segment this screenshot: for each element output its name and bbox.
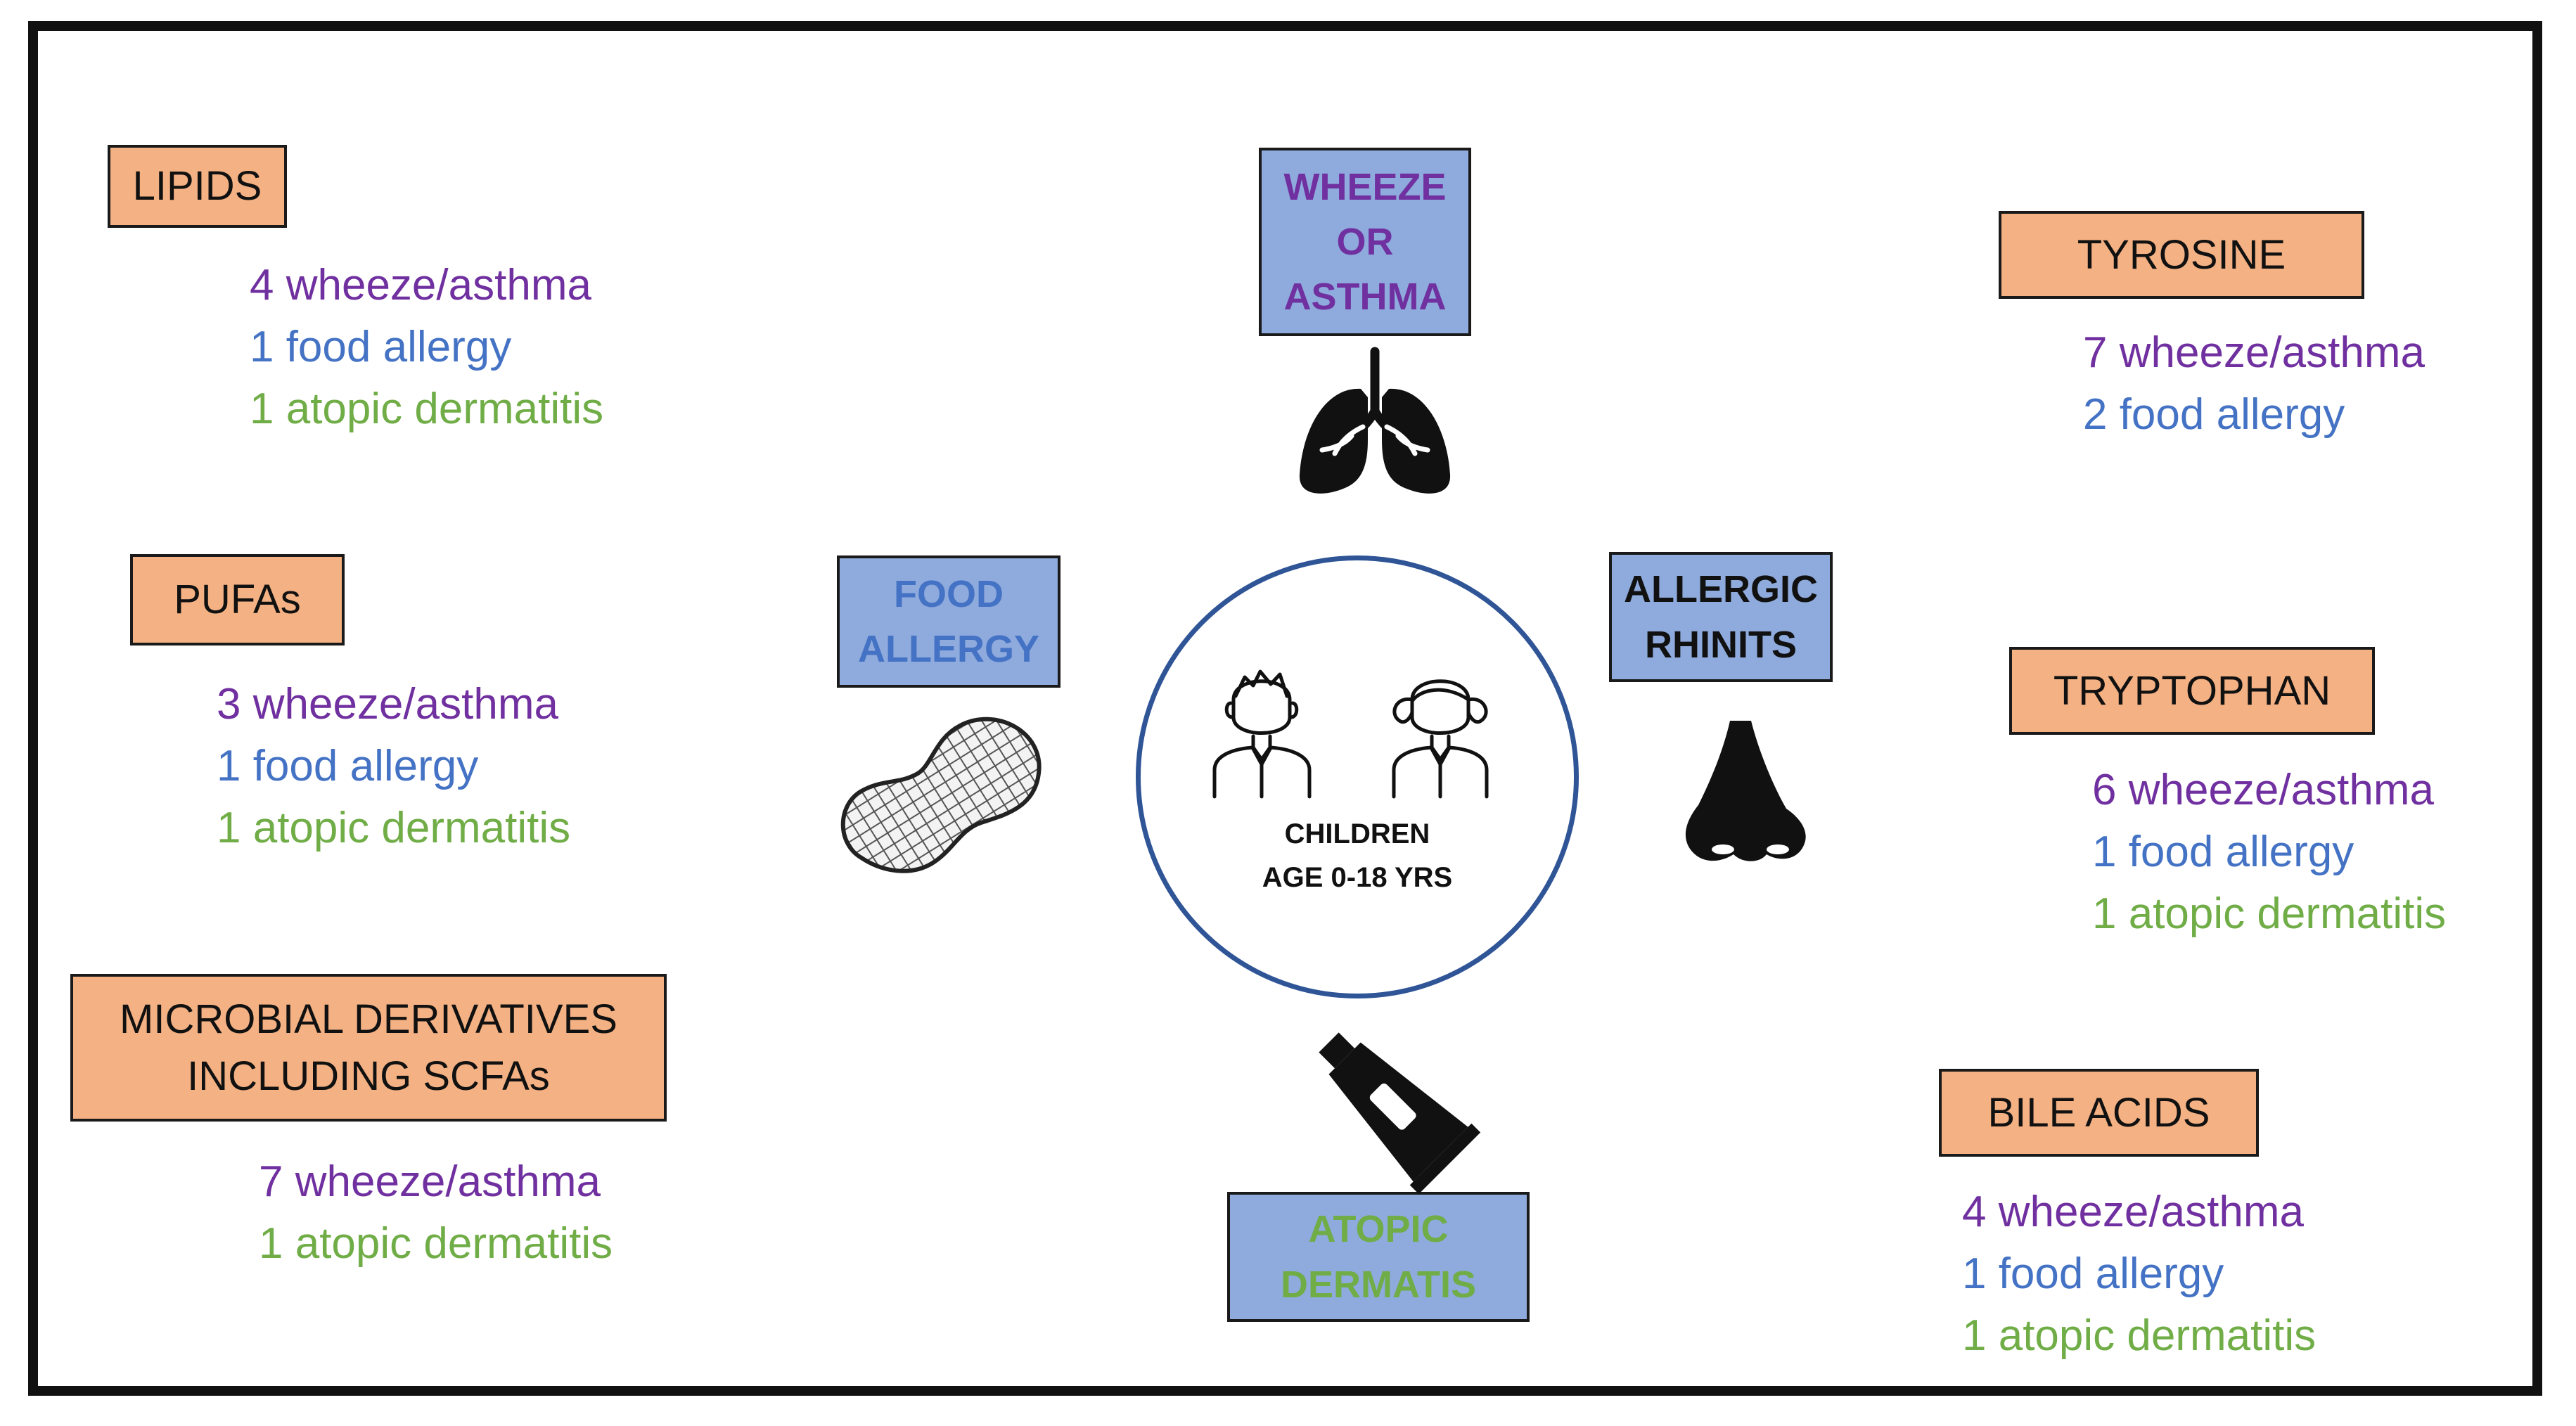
condition-label-allergic-rhinitis: ALLERGIC RHINITS	[1624, 568, 1818, 666]
metabolite-box-tyrosine: TYROSINE	[1999, 211, 2364, 299]
study-counts-pufas: 3 wheeze/asthma 1 food allergy 1 atopic …	[217, 674, 570, 859]
center-line-age: AGE 0-18 YRS	[1262, 862, 1453, 893]
count-food-lipids: 1 food allergy	[250, 323, 512, 371]
lungs-icon	[1299, 347, 1451, 494]
metabolite-label-microbial: MICROBIAL DERIVATIVES INCLUDING SCFAs	[120, 996, 617, 1099]
metabolite-box-bile-acids: BILE ACIDS	[1939, 1069, 2259, 1157]
metabolite-box-tryptophan: TRYPTOPHAN	[2009, 647, 2375, 735]
condition-label-atopic-dermatitis: ATOPIC DERMATIS	[1281, 1208, 1476, 1306]
count-wheeze-bile-acids: 4 wheeze/asthma	[1962, 1188, 2304, 1236]
center-label: CHILDREN AGE 0-18 YRS	[1136, 812, 1579, 899]
metabolite-box-microbial: MICROBIAL DERIVATIVES INCLUDING SCFAs	[70, 974, 667, 1122]
count-wheeze-tyrosine: 7 wheeze/asthma	[2083, 328, 2425, 377]
count-food-pufas: 1 food allergy	[217, 742, 479, 790]
metabolite-box-lipids: LIPIDS	[108, 145, 287, 228]
study-counts-bile-acids: 4 wheeze/asthma 1 food allergy 1 atopic …	[1962, 1181, 2316, 1367]
cream-tube-icon	[1319, 1032, 1481, 1195]
metabolite-label-bile-acids: BILE ACIDS	[1987, 1089, 2210, 1136]
count-wheeze-lipids: 4 wheeze/asthma	[250, 261, 591, 309]
metabolite-label-tyrosine: TYROSINE	[2077, 231, 2286, 278]
nose-icon	[1685, 721, 1806, 861]
metabolite-label-pufas: PUFAs	[174, 577, 301, 623]
metabolite-label-lipids: LIPIDS	[132, 163, 262, 210]
count-food-bile-acids: 1 food allergy	[1962, 1250, 2224, 1298]
count-food-tryptophan: 1 food allergy	[2092, 828, 2354, 876]
count-wheeze-tryptophan: 6 wheeze/asthma	[2092, 766, 2434, 814]
count-atopic-microbial: 1 atopic dermatitis	[259, 1219, 613, 1268]
study-counts-tryptophan: 6 wheeze/asthma 1 food allergy 1 atopic …	[2092, 759, 2446, 945]
girl-icon	[1392, 679, 1489, 799]
center-line-children: CHILDREN	[1284, 818, 1430, 849]
condition-box-atopic-dermatitis: ATOPIC DERMATIS	[1227, 1192, 1530, 1322]
condition-box-wheeze: WHEEZE OR ASTHMA	[1259, 148, 1471, 336]
condition-label-wheeze: WHEEZE OR ASTHMA	[1283, 165, 1447, 319]
boy-icon	[1212, 669, 1312, 799]
count-wheeze-microbial: 7 wheeze/asthma	[259, 1157, 601, 1206]
count-atopic-bile-acids: 1 atopic dermatitis	[1962, 1311, 2317, 1360]
count-food-tyrosine: 2 food allergy	[2083, 390, 2345, 439]
count-atopic-lipids: 1 atopic dermatitis	[250, 385, 604, 433]
condition-label-food-allergy: FOOD ALLERGY	[857, 572, 1039, 670]
metabolite-box-pufas: PUFAs	[130, 554, 345, 645]
count-wheeze-pufas: 3 wheeze/asthma	[217, 680, 558, 728]
count-atopic-tryptophan: 1 atopic dermatitis	[2092, 889, 2447, 938]
study-counts-tyrosine: 7 wheeze/asthma 2 food allergy	[2083, 322, 2425, 446]
study-counts-lipids: 4 wheeze/asthma 1 food allergy 1 atopic …	[250, 255, 603, 440]
condition-box-food-allergy: FOOD ALLERGY	[837, 555, 1060, 688]
children-circle	[1136, 555, 1579, 998]
count-atopic-pufas: 1 atopic dermatitis	[217, 804, 571, 852]
condition-box-allergic-rhinitis: ALLERGIC RHINITS	[1609, 552, 1833, 682]
peanut-icon	[840, 717, 1042, 873]
metabolite-label-tryptophan: TRYPTOPHAN	[2053, 667, 2331, 714]
study-counts-microbial: 7 wheeze/asthma 1 atopic dermatitis	[259, 1151, 613, 1275]
